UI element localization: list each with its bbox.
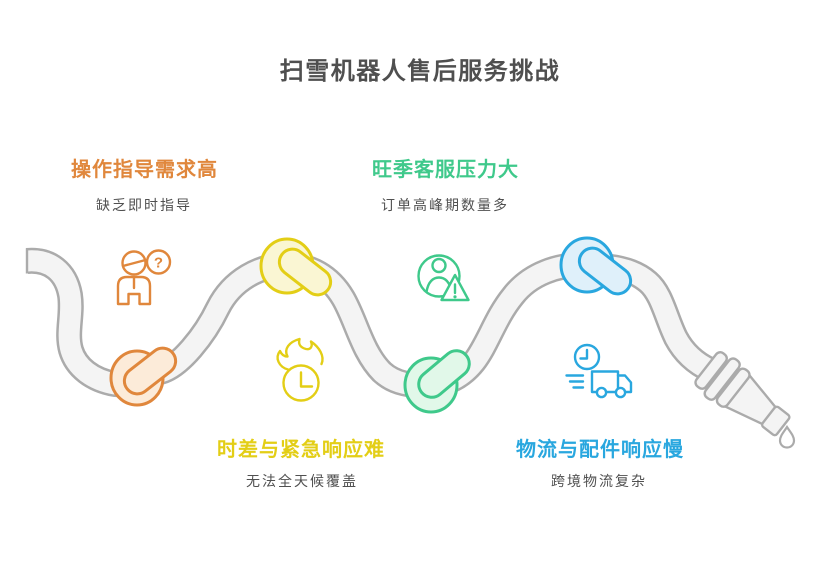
page-title: 扫雪机器人售后服务挑战 [279,58,561,85]
challenge-heading-logistics-parts: 物流与配件响应慢 [516,439,684,461]
challenge-heading-peak-season: 旺季客服压力大 [372,159,519,181]
challenge-subtitle-logistics-parts: 跨境物流复杂 [551,473,647,489]
challenge-subtitle-operation-guidance: 缺乏即时指导 [96,197,192,213]
knot-green [403,349,471,414]
challenge-subtitle-peak-season: 订单高峰期数量多 [381,197,509,213]
challenge-heading-timezone-response: 时差与紧急响应难 [217,439,385,461]
knot-yellow [259,237,333,297]
user-question-icon: ? [116,249,172,306]
question-mark-glyph: ? [154,255,163,272]
flame-clock-icon [276,337,324,402]
clock-truck-icon [565,343,633,399]
hose-nozzle [694,351,791,437]
knot-blue [559,236,633,296]
challenge-subtitle-timezone-response: 无法全天候覆盖 [246,473,358,489]
water-drop-icon [778,424,796,449]
knot-orange [109,346,178,407]
user-alert-icon [417,254,470,302]
challenge-heading-operation-guidance: 操作指导需求高 [71,159,218,181]
